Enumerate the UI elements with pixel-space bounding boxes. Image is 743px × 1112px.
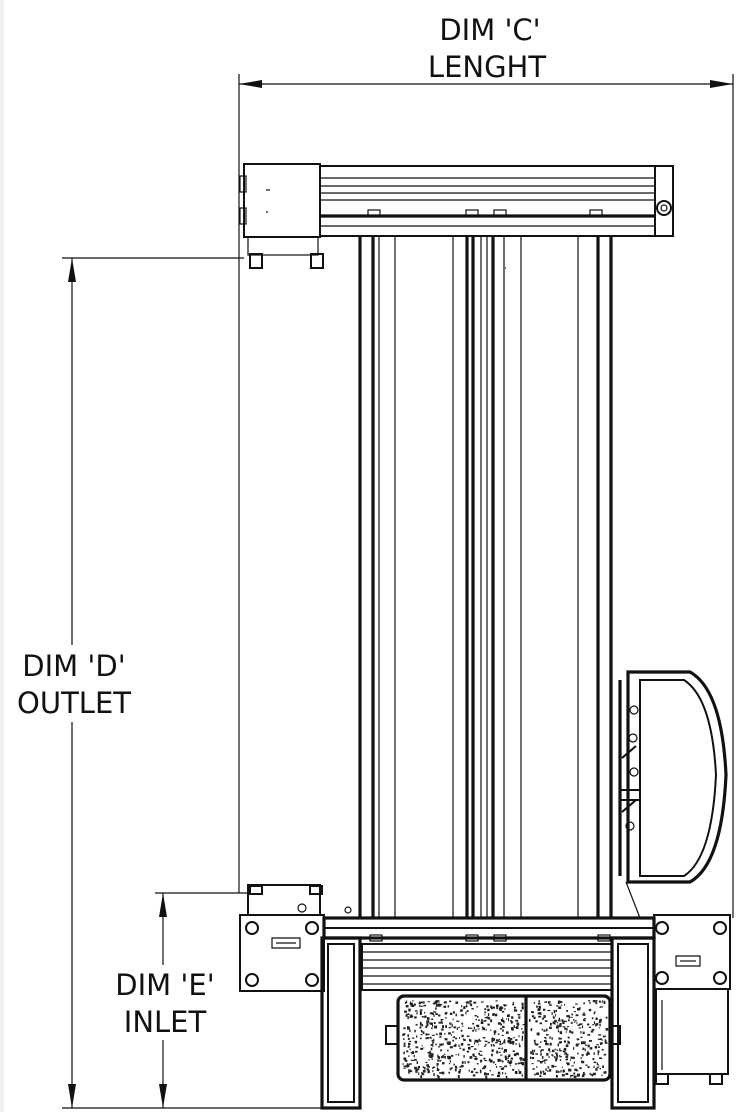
dim-c-label: DIM 'C' [439, 13, 540, 47]
dim-c-arrow-right [710, 80, 733, 88]
dim-c-arrow-left [239, 80, 262, 88]
dimension-c: DIM 'C' LENGHT [238, 13, 734, 918]
pump-texture [402, 1000, 609, 1079]
dim-c-sublabel: LENGHT [428, 50, 546, 84]
bottom-leg-left [320, 936, 362, 1110]
dim-d-label: DIM 'D' [22, 649, 125, 683]
dimension-e: DIM 'E' INLET [115, 892, 250, 1108]
dim-e-label: DIM 'E' [115, 968, 214, 1002]
bottom-channel [361, 943, 613, 991]
bottom-manifold [239, 884, 731, 1110]
top-fitting-icon [656, 200, 672, 216]
top-foot-right [310, 253, 324, 269]
top-foot-left [249, 253, 263, 269]
dimension-d: DIM 'D' OUTLET [17, 257, 325, 1109]
pump-cartridge [385, 994, 621, 1082]
dim-d-arrow-bottom [68, 1084, 76, 1108]
dim-e-sublabel: INLET [124, 1005, 207, 1039]
top-manifold [239, 163, 674, 269]
control-box-housing [626, 670, 728, 884]
control-box [618, 670, 728, 919]
dim-d-arrow-top [68, 258, 76, 282]
bottom-right-lower [655, 988, 729, 1075]
bottom-left-block [239, 914, 325, 992]
dim-d-sublabel: OUTLET [17, 686, 131, 720]
vertical-tubes [358, 236, 613, 918]
bottom-leg-right [610, 936, 656, 1110]
bottom-right-block [653, 914, 731, 990]
dim-e-arrow-bottom [159, 1084, 167, 1108]
page-margin [0, 0, 4, 1112]
top-endcap-right [654, 165, 674, 237]
top-end-block [243, 163, 321, 238]
dim-e-arrow-top [159, 893, 167, 917]
